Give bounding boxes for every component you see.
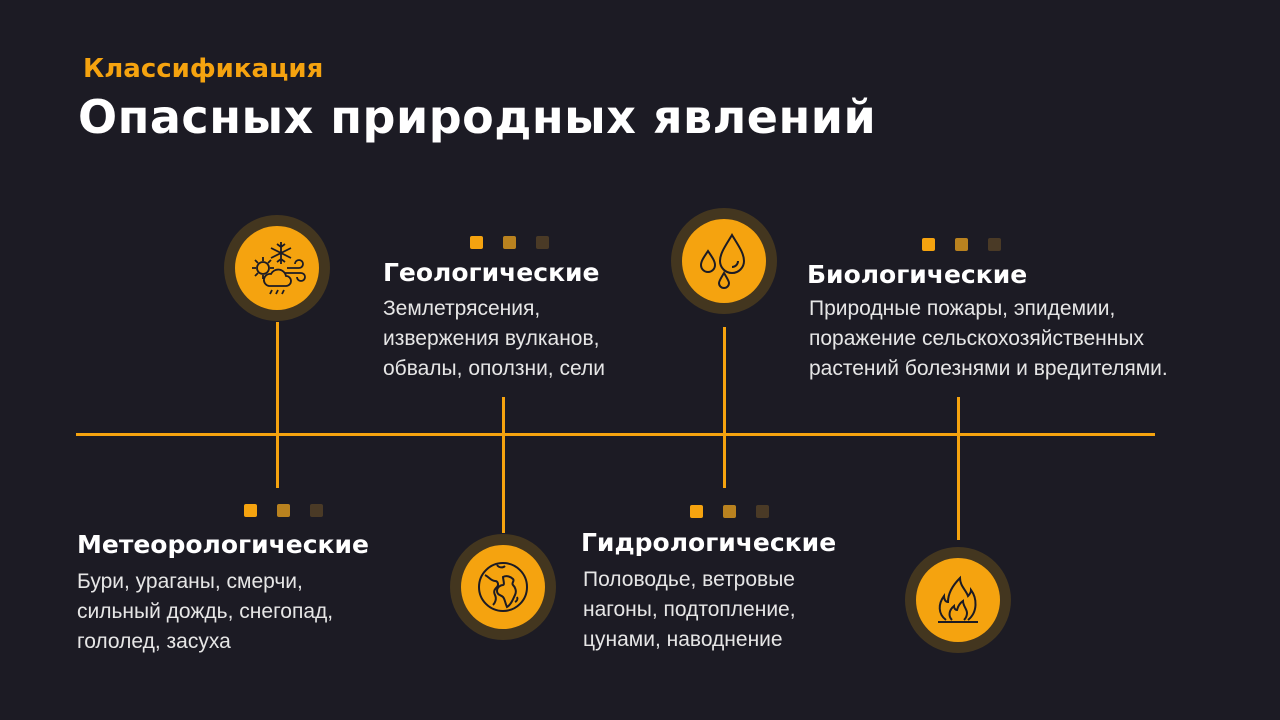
indicator-dot bbox=[922, 238, 935, 251]
fire-icon-badge bbox=[905, 547, 1011, 653]
indicator-dots bbox=[244, 504, 323, 517]
globe-icon bbox=[478, 562, 528, 612]
description-line: обвалы, оползни, сели bbox=[383, 357, 605, 380]
water-drops-icon-badge bbox=[671, 208, 777, 314]
indicator-dot bbox=[277, 504, 290, 517]
indicator-dots bbox=[690, 505, 769, 518]
description-line: Бури, ураганы, смерчи, bbox=[77, 570, 303, 593]
indicator-dot bbox=[536, 236, 549, 249]
indicator-dot bbox=[955, 238, 968, 251]
category-description-hydrological: Половодье, ветровые нагоны, подтопление,… bbox=[583, 565, 796, 655]
description-line: цунами, наводнение bbox=[583, 628, 783, 651]
indicator-dots bbox=[922, 238, 1001, 251]
timeline-connector bbox=[957, 397, 960, 540]
slide-subtitle: Классификация bbox=[83, 54, 324, 84]
description-line: Половодье, ветровые bbox=[583, 568, 795, 591]
category-title-geological: Геологические bbox=[383, 258, 600, 287]
timeline-connector bbox=[723, 327, 726, 488]
indicator-dot bbox=[310, 504, 323, 517]
category-title-meteorological: Метеорологические bbox=[77, 530, 369, 559]
category-description-biological: Природные пожары, эпидемии, поражение се… bbox=[809, 294, 1168, 384]
timeline-connector bbox=[276, 322, 279, 488]
indicator-dot bbox=[723, 505, 736, 518]
weather-icon-badge bbox=[224, 215, 330, 321]
description-line: гололед, засуха bbox=[77, 630, 231, 653]
weather-icon bbox=[252, 242, 306, 295]
description-line: поражение сельскохозяйственных bbox=[809, 327, 1144, 350]
indicator-dot bbox=[470, 236, 483, 249]
category-description-geological: Землетрясения, извержения вулканов, обва… bbox=[383, 294, 605, 384]
indicator-dot bbox=[690, 505, 703, 518]
description-line: растений болезнями и вредителями. bbox=[809, 357, 1168, 380]
timeline-connector bbox=[502, 397, 505, 533]
description-line: извержения вулканов, bbox=[383, 327, 600, 350]
indicator-dot bbox=[756, 505, 769, 518]
category-title-biological: Биологические bbox=[807, 260, 1028, 289]
description-line: сильный дождь, снегопад, bbox=[77, 600, 334, 623]
slide-title: Опасных природных явлений bbox=[78, 90, 877, 144]
category-title-hydrological: Гидрологические bbox=[581, 528, 837, 557]
description-line: Природные пожары, эпидемии, bbox=[809, 297, 1116, 320]
description-line: Землетрясения, bbox=[383, 297, 541, 320]
indicator-dot bbox=[503, 236, 516, 249]
category-description-meteorological: Бури, ураганы, смерчи, сильный дождь, сн… bbox=[77, 567, 333, 657]
indicator-dot bbox=[988, 238, 1001, 251]
timeline-axis bbox=[76, 433, 1155, 436]
globe-icon-badge bbox=[450, 534, 556, 640]
water-drops-icon bbox=[699, 233, 746, 289]
indicator-dot bbox=[244, 504, 257, 517]
fire-icon bbox=[938, 575, 978, 623]
description-line: нагоны, подтопление, bbox=[583, 598, 796, 621]
indicator-dots bbox=[470, 236, 549, 249]
